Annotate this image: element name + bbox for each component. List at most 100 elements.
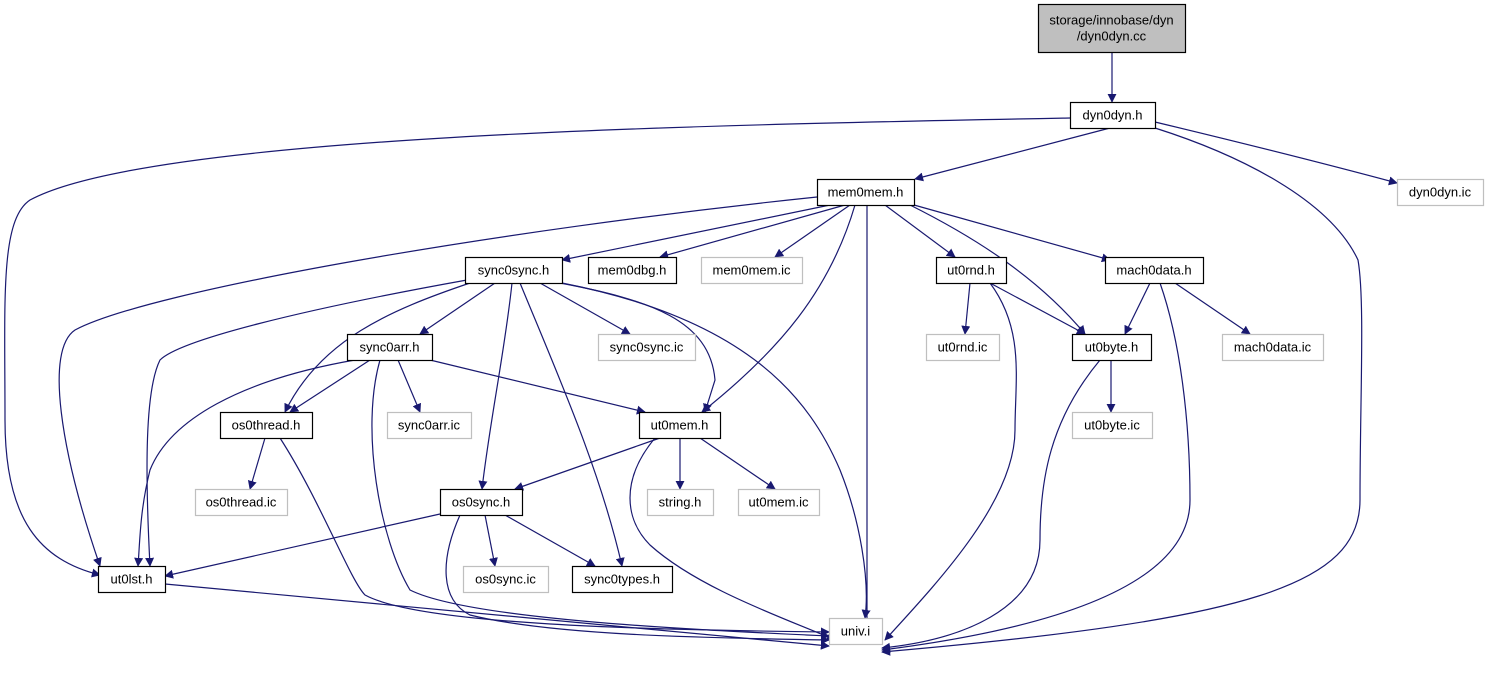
node-mem0dbg-h[interactable]: mem0dbg.h — [587, 256, 678, 285]
edge-dyn0dyn-h-to-ut0lst-h — [4, 117, 1071, 578]
edge-mem0mem-h-to-ut0lst-h — [58, 196, 818, 567]
edge-ut0byte-h-to-univ-i — [881, 359, 1101, 652]
edge-ut0rnd-h-to-univ-i — [884, 282, 1017, 641]
node-sync0sync-h[interactable]: sync0sync.h — [464, 256, 564, 285]
node-sync0arr-h[interactable]: sync0arr.h — [346, 333, 434, 362]
edge-sync0sync-h-to-univ-i — [561, 282, 871, 619]
edge-dyn0dyn-h-to-mem0mem-h — [914, 127, 1111, 182]
node-mem0mem-h[interactable]: mem0mem.h — [816, 178, 916, 207]
node-label: os0thread.h — [232, 418, 301, 433]
node-label: sync0types.h — [584, 572, 660, 587]
node-box — [1104, 256, 1205, 285]
edge-os0sync-h-to-os0sync-ic — [484, 514, 498, 567]
edge-sync0sync-h-to-ut0lst-h — [145, 279, 468, 567]
edge-layer — [4, 52, 1398, 656]
node-box — [439, 488, 524, 517]
node-dyn0dyn-h[interactable]: dyn0dyn.h — [1069, 101, 1157, 130]
node-label: os0thread.ic — [206, 495, 277, 510]
node-os0thread-ic[interactable]: os0thread.ic — [194, 488, 289, 517]
node-box — [346, 333, 434, 362]
node-label: storage/innobase/dyn — [1049, 13, 1173, 28]
edge-mem0mem-h-to-ut0rnd-h — [884, 204, 956, 258]
node-label: ut0mem.ic — [749, 495, 809, 510]
edge-os0thread-h-to-os0thread-ic — [247, 437, 266, 490]
node-label: dyn0dyn.h — [1083, 108, 1143, 123]
edge-dyn0dyn-h-to-dyn0dyn-ic — [1154, 121, 1398, 186]
node-label: string.h — [659, 495, 702, 510]
node-root[interactable]: storage/innobase/dyn/dyn0dyn.cc — [1037, 3, 1187, 54]
node-sync0types-h[interactable]: sync0types.h — [571, 565, 674, 594]
edge-dyn0dyn-h-to-univ-i — [881, 127, 1363, 656]
edge-ut0mem-h-to-os0sync-h — [514, 437, 661, 491]
node-mem0mem-ic[interactable]: mem0mem.ic — [700, 256, 804, 285]
node-box — [386, 411, 473, 440]
node-label: ut0lst.h — [111, 572, 153, 587]
node-label: mach0data.ic — [1234, 340, 1312, 355]
node-box — [1071, 411, 1154, 440]
node-os0sync-ic[interactable]: os0sync.ic — [462, 565, 550, 594]
node-label: /dyn0dyn.cc — [1077, 29, 1147, 44]
node-ut0rnd-h[interactable]: ut0rnd.h — [935, 256, 1008, 285]
node-ut0byte-ic[interactable]: ut0byte.ic — [1071, 411, 1154, 440]
node-ut0mem-h[interactable]: ut0mem.h — [638, 411, 722, 440]
node-box — [1069, 101, 1157, 130]
node-label: sync0sync.h — [478, 263, 550, 278]
node-box — [587, 256, 678, 285]
node-univ-i[interactable]: univ.i — [828, 617, 884, 646]
node-box — [1071, 333, 1153, 362]
node-label: ut0byte.ic — [1084, 418, 1140, 433]
node-ut0mem-ic[interactable]: ut0mem.ic — [737, 488, 821, 517]
node-label: mem0dbg.h — [598, 263, 667, 278]
node-label: ut0mem.h — [651, 418, 709, 433]
node-label: ut0byte.h — [1085, 340, 1139, 355]
node-label: sync0sync.ic — [610, 340, 684, 355]
node-box — [646, 488, 715, 517]
edge-ut0lst-h-to-univ-i — [164, 583, 830, 650]
edge-mem0mem-h-to-ut0mem-h — [701, 204, 856, 413]
node-box — [828, 617, 884, 646]
edge-sync0arr-h-to-ut0lst-h — [134, 359, 356, 567]
node-label: ut0rnd.ic — [938, 340, 988, 355]
node-string-h[interactable]: string.h — [646, 488, 715, 517]
node-ut0lst-h[interactable]: ut0lst.h — [97, 565, 167, 594]
edge-sync0sync-h-to-os0thread-h — [284, 282, 471, 413]
edge-sync0arr-h-to-os0thread-h — [289, 359, 371, 413]
node-box — [219, 411, 314, 440]
node-mach0data-ic[interactable]: mach0data.ic — [1221, 333, 1325, 362]
node-label: os0sync.ic — [475, 572, 536, 587]
node-label: dyn0dyn.ic — [1409, 185, 1472, 200]
node-box — [97, 565, 167, 594]
node-mach0data-h[interactable]: mach0data.h — [1104, 256, 1205, 285]
edge-mem0mem-h-to-mem0dbg-h — [659, 204, 846, 260]
node-ut0rnd-ic[interactable]: ut0rnd.ic — [925, 333, 1001, 362]
edge-ut0mem-h-to-univ-i — [629, 437, 836, 641]
node-sync0sync-ic[interactable]: sync0sync.ic — [597, 333, 697, 362]
node-box — [700, 256, 804, 285]
edge-sync0sync-h-to-sync0types-h — [519, 282, 625, 567]
node-label: mem0mem.h — [828, 185, 904, 200]
node-box — [935, 256, 1008, 285]
edge-mem0mem-h-to-sync0sync-h — [561, 204, 831, 263]
edge-mach0data-h-to-mach0data-ic — [1174, 282, 1251, 335]
edge-sync0sync-h-to-sync0sync-ic — [539, 282, 631, 335]
node-os0thread-h[interactable]: os0thread.h — [219, 411, 314, 440]
node-box — [925, 333, 1001, 362]
node-box — [462, 565, 550, 594]
node-ut0byte-h[interactable]: ut0byte.h — [1071, 333, 1153, 362]
edge-sync0arr-h-to-sync0arr-ic — [397, 359, 421, 413]
edge-sync0arr-h-to-ut0mem-h — [429, 359, 646, 415]
node-os0sync-h[interactable]: os0sync.h — [439, 488, 524, 517]
node-box — [1037, 3, 1187, 54]
edge-mem0mem-h-to-mach0data-h — [913, 204, 1111, 263]
node-label: os0sync.h — [452, 495, 511, 510]
edge-ut0rnd-h-to-ut0rnd-ic — [961, 282, 971, 335]
edge-sync0sync-h-to-os0sync-h — [478, 282, 513, 490]
node-dyn0dyn-ic[interactable]: dyn0dyn.ic — [1396, 178, 1485, 207]
node-label: sync0arr.h — [360, 340, 420, 355]
node-box — [1396, 178, 1485, 207]
node-box — [1221, 333, 1325, 362]
node-sync0arr-ic[interactable]: sync0arr.ic — [386, 411, 473, 440]
edge-mach0data-h-to-ut0byte-h — [1124, 282, 1151, 335]
edge-mem0mem-h-to-mem0mem-ic — [774, 204, 851, 258]
